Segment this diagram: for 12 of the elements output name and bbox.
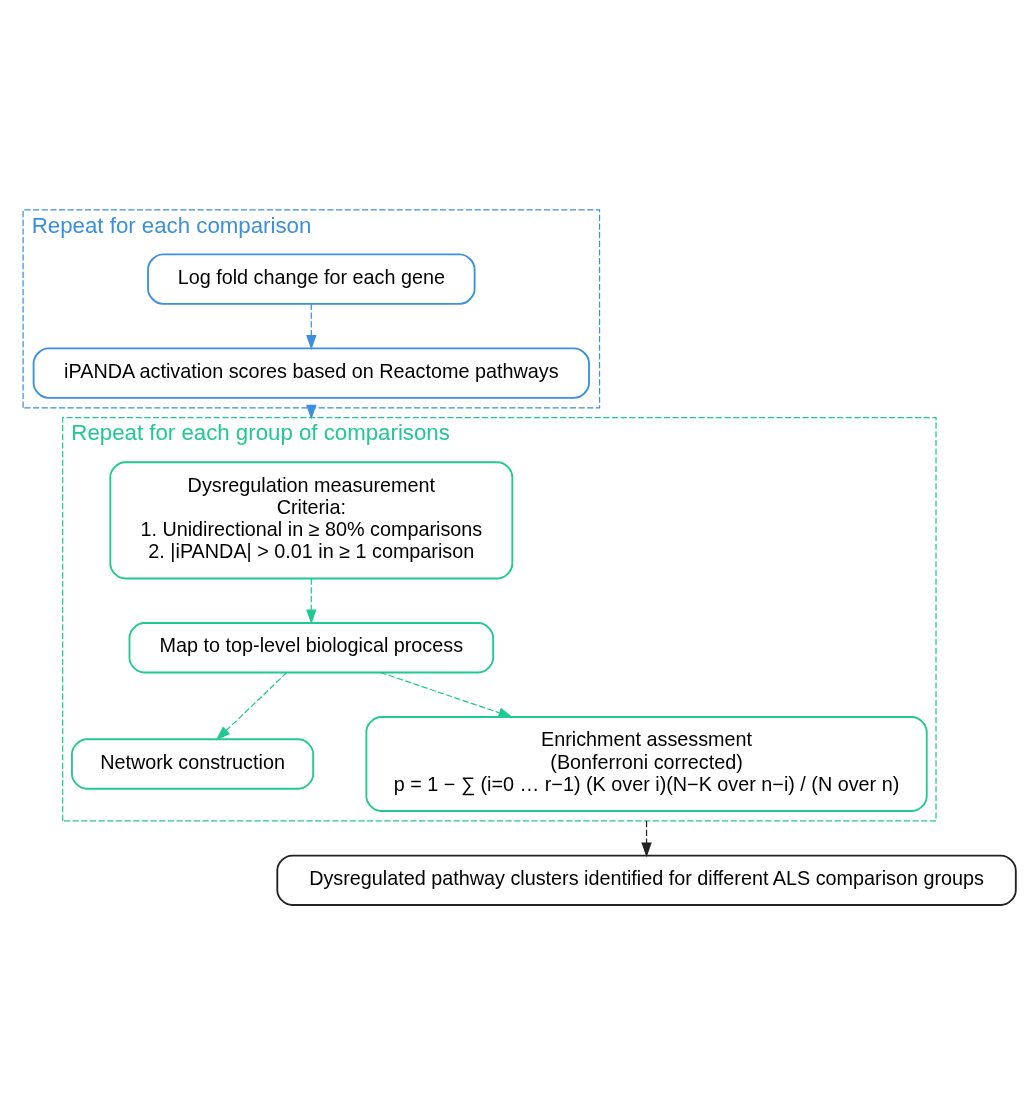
node-box: Dysregulated pathway clusters identified for different ALS comparison groups [276, 854, 1017, 906]
arrow [380, 671, 514, 718]
arrow [641, 819, 652, 857]
arrow [215, 671, 288, 741]
node-box: Log fold change for each gene [147, 252, 476, 305]
node-box: Map to top-level biological process [128, 621, 495, 673]
arrow [306, 302, 317, 350]
node-box: iPANDA activation scores based on Reactome pathways [32, 346, 590, 399]
node-box: Network construction [71, 737, 315, 790]
node-box: Enrichment assessment (Bonferroni corrected) p = 1 − ∑ (i=0 … r−1) (K over i)(N−K over n−i) / (N over n) [365, 715, 928, 812]
node-box: Dysregulation measurement Criteria: 1. Unidirectional in ≥ 80% comparisons 2. |iPANDA| > 0.01 in ≥ 1 comparison [109, 460, 514, 579]
arrow [306, 577, 317, 624]
